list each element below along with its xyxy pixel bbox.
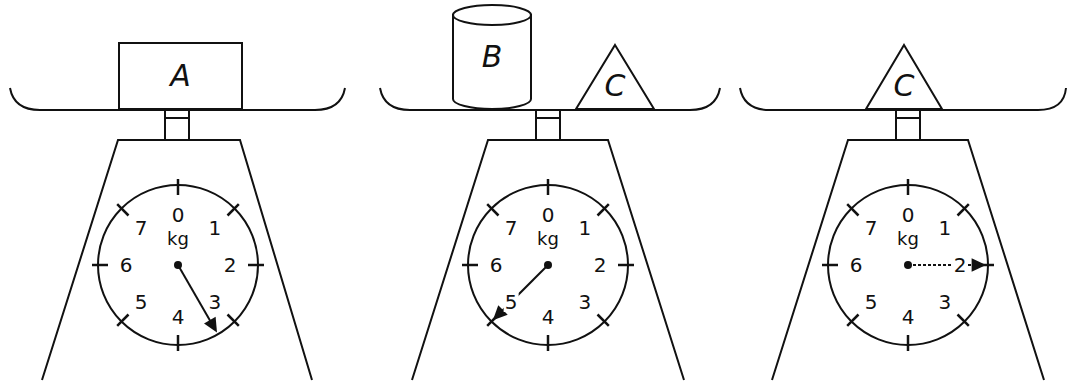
- dial-tick: [847, 204, 858, 215]
- cylinder-shape: B: [452, 4, 532, 110]
- pointer-head: [204, 317, 217, 333]
- dial-number: 4: [171, 307, 186, 327]
- triangle-shape: C: [575, 44, 655, 110]
- dial-tick: [907, 179, 910, 195]
- dial-number: 0: [901, 205, 916, 225]
- dial-number: 3: [577, 292, 592, 312]
- scale-pan: [380, 88, 720, 110]
- shape-letter: B: [482, 42, 503, 72]
- dial-number: 1: [937, 218, 952, 238]
- dial-number: 4: [901, 307, 916, 327]
- dial-tick: [907, 335, 910, 351]
- dial-tick: [462, 264, 478, 267]
- triangle-shape: C: [865, 44, 943, 110]
- unit-label: kg: [536, 230, 560, 248]
- dial-number: 3: [207, 292, 222, 312]
- shape-letter: C: [894, 71, 915, 101]
- dial-tick: [847, 314, 858, 325]
- shape-letter: C: [605, 71, 626, 101]
- scale-stem: [896, 117, 920, 119]
- dial-number: 6: [119, 255, 134, 275]
- dial-number: 2: [953, 255, 968, 275]
- dial-number: 1: [207, 218, 222, 238]
- dial-number: 7: [134, 218, 149, 238]
- scale-dial: [468, 185, 628, 345]
- dial-number: 5: [134, 292, 149, 312]
- dial-tick: [487, 204, 498, 215]
- dial-number: 6: [489, 255, 504, 275]
- shape-outline: [576, 45, 654, 109]
- dial-number: 6: [849, 255, 864, 275]
- dial-tick: [597, 204, 608, 215]
- scale-body: [412, 140, 684, 380]
- dial-tick: [547, 335, 550, 351]
- scale-stem: [165, 117, 189, 119]
- shape-outline: [119, 43, 242, 109]
- dial-marks: [92, 179, 994, 351]
- dial-pointer: [501, 265, 548, 312]
- scale-body: [772, 140, 1044, 380]
- scale-stem: [896, 110, 920, 140]
- dial-number: 1: [577, 218, 592, 238]
- dial-tick: [248, 264, 264, 267]
- shape-outline: [453, 14, 531, 109]
- dial-tick: [547, 179, 550, 195]
- dial-tick: [957, 204, 968, 215]
- dial-tick: [177, 335, 180, 351]
- dial-tick: [957, 314, 968, 325]
- dial-tick: [822, 264, 838, 267]
- dial-tick: [227, 314, 238, 325]
- dial-number: 0: [541, 205, 556, 225]
- scale-dial: [98, 185, 258, 345]
- scale-stem: [536, 117, 560, 119]
- dial-number: 7: [504, 218, 519, 238]
- unit-label: kg: [166, 230, 190, 248]
- dial-tick: [117, 314, 128, 325]
- pointer-head: [972, 258, 986, 271]
- shape-outline: [453, 5, 531, 25]
- dial-tick: [177, 179, 180, 195]
- dial-tick: [117, 204, 128, 215]
- dial-tick: [92, 264, 108, 267]
- dial-tick: [618, 264, 634, 267]
- dial-tick: [597, 314, 608, 325]
- shape-letter: A: [170, 61, 191, 91]
- dial-number: 2: [223, 255, 238, 275]
- scale-dial: [828, 185, 988, 345]
- dial-number: 5: [864, 292, 879, 312]
- shape-outline: [866, 45, 942, 109]
- dial-number: 3: [937, 292, 952, 312]
- dial-number: 5: [504, 292, 519, 312]
- dial-number: 7: [864, 218, 879, 238]
- unit-label: kg: [896, 230, 920, 248]
- dial-number: 0: [171, 205, 186, 225]
- dial-number: 4: [541, 307, 556, 327]
- block-shape: A: [118, 42, 243, 110]
- scale-body: [42, 140, 312, 380]
- dial-tick: [227, 204, 238, 215]
- scale-stem: [165, 110, 189, 140]
- dial-number: 2: [593, 255, 608, 275]
- scale-stem: [536, 110, 560, 140]
